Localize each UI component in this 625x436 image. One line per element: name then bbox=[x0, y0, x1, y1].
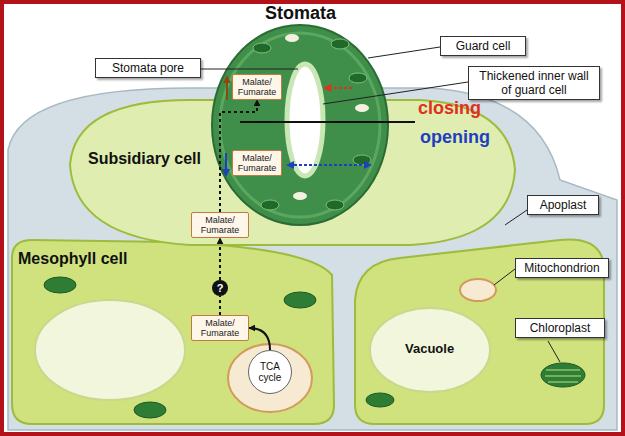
leader-line bbox=[548, 341, 560, 362]
arrow-head bbox=[222, 169, 230, 177]
chloroplast bbox=[284, 292, 316, 308]
flow-connector bbox=[219, 238, 221, 280]
state-label: opening bbox=[420, 127, 490, 148]
diagram-title: Stomata bbox=[265, 3, 336, 24]
chloroplast bbox=[261, 200, 279, 210]
mesophyll-cell bbox=[355, 240, 604, 424]
guard-cell-rim bbox=[220, 33, 380, 217]
state-label: closing bbox=[418, 98, 481, 119]
chloroplast bbox=[44, 277, 76, 293]
chloroplast bbox=[349, 73, 367, 83]
arrow-head bbox=[286, 161, 294, 169]
chloroplast bbox=[253, 43, 271, 53]
vacuole bbox=[35, 300, 185, 400]
node-text: Guard cell bbox=[456, 39, 511, 53]
node-text: Mitochondrion bbox=[524, 261, 599, 275]
leader-line bbox=[368, 47, 440, 58]
flux-arrow bbox=[226, 82, 228, 100]
stomata-pore bbox=[287, 64, 323, 176]
node-text: Stomata pore bbox=[112, 61, 184, 75]
arrow-head bbox=[223, 75, 231, 83]
question-circle: ? bbox=[212, 280, 228, 296]
cycle-circle: TCA cycle bbox=[248, 350, 292, 394]
chloroplast bbox=[331, 39, 349, 49]
metabolite-box: Malate/ Fumarate bbox=[191, 315, 249, 341]
metabolite-box: Malate/ Fumarate bbox=[191, 212, 249, 238]
callout-box: Mitochondrion bbox=[515, 258, 609, 278]
callout-box: Chloroplast bbox=[515, 318, 605, 338]
arrow-head bbox=[364, 161, 372, 169]
node-text: Malate/ Fumarate bbox=[235, 77, 279, 97]
mesophyll-cell bbox=[12, 240, 334, 424]
chloroplast bbox=[366, 393, 394, 407]
node-text: Chloroplast bbox=[530, 321, 591, 335]
mitochondrion bbox=[460, 279, 496, 301]
thylakoid-stripes bbox=[545, 370, 581, 382]
node-text: Malate/ Fumarate bbox=[235, 153, 279, 173]
node-text: ? bbox=[217, 282, 224, 294]
flux-arrow bbox=[225, 153, 227, 170]
cell-label: Vacuole bbox=[405, 341, 454, 356]
metabolite-box: Malate/ Fumarate bbox=[232, 150, 282, 176]
callout-box: Stomata pore bbox=[95, 58, 201, 78]
callout-box: Thickened inner wall of guard cell bbox=[468, 66, 600, 100]
chloroplast bbox=[326, 200, 344, 210]
chloroplast bbox=[134, 402, 166, 418]
node-text: Malate/ Fumarate bbox=[194, 318, 246, 338]
cell-label: Subsidiary cell bbox=[88, 150, 201, 168]
node-text: Apoplast bbox=[540, 198, 587, 212]
leader-line bbox=[494, 269, 515, 285]
metabolite-box: Malate/ Fumarate bbox=[232, 74, 282, 100]
opening-arrow bbox=[294, 164, 364, 166]
cell-label: Mesophyll cell bbox=[18, 250, 127, 268]
vesicle bbox=[293, 192, 307, 200]
node-text: TCA cycle bbox=[251, 361, 289, 383]
flow-connector bbox=[219, 296, 221, 315]
divider-line bbox=[240, 121, 415, 123]
node-text: Malate/ Fumarate bbox=[194, 215, 246, 235]
mitochondrion bbox=[228, 344, 312, 412]
vacuole bbox=[370, 308, 490, 392]
flow-connector bbox=[249, 328, 270, 350]
callout-box: Apoplast bbox=[527, 195, 599, 215]
chloroplast bbox=[541, 363, 585, 387]
node-text: Thickened inner wall of guard cell bbox=[475, 69, 593, 97]
closing-arrow bbox=[330, 87, 352, 89]
callout-box: Guard cell bbox=[440, 36, 526, 56]
leader-line bbox=[201, 69, 298, 70]
guard-cell bbox=[212, 25, 388, 225]
vesicle bbox=[285, 34, 299, 42]
arrow-head bbox=[323, 84, 331, 92]
leader-line bbox=[505, 210, 527, 225]
vesicle bbox=[355, 104, 369, 112]
